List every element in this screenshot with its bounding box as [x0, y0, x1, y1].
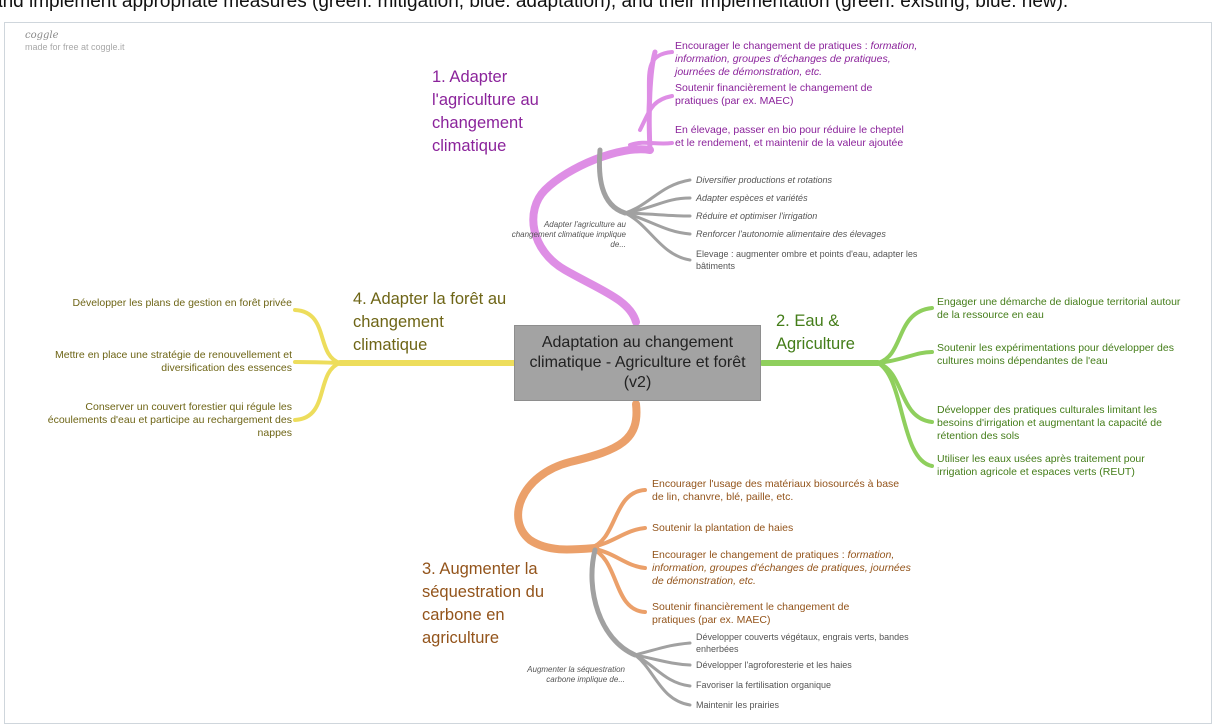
coggle-logo: coggle	[25, 30, 59, 41]
branch1-title[interactable]: 1. Adapter l'agriculture au changement c…	[432, 68, 539, 155]
b1-implies-1[interactable]: Diversifier productions et rotations	[696, 175, 833, 185]
b2-item-3[interactable]: Développer des pratiques culturales limi…	[937, 404, 1162, 442]
b1-implies-note: Adapter l'agriculture au changement clim…	[511, 220, 626, 249]
b3-implies-2[interactable]: Développer l'agroforesterie et les haies	[696, 660, 852, 670]
branch2-title[interactable]: 2. Eau & Agriculture	[776, 312, 855, 353]
b1-g5	[623, 211, 692, 262]
b4-item-3[interactable]: Conserver un couvert forestier qui régul…	[47, 401, 292, 439]
b4-item-1[interactable]: Développer les plans de gestion en forêt…	[72, 297, 292, 309]
b2-leaf1	[876, 306, 934, 365]
b3-item-3[interactable]: Encourager le changement de pratiques : …	[652, 549, 922, 588]
b1-item-3[interactable]: En élevage, passer en bio pour réduire l…	[675, 124, 904, 149]
b1-implies-4[interactable]: Renforcer l'autonomie alimentaire des él…	[696, 229, 886, 239]
b3-implies-1[interactable]: Développer couverts végétaux, engrais ve…	[696, 632, 909, 654]
b3-item-2[interactable]: Soutenir la plantation de haies	[652, 522, 794, 534]
page-banner: and implement appropriate measures (gree…	[0, 0, 1216, 20]
b1-leaf2	[638, 94, 674, 132]
b1-item-1[interactable]: Encourager le changement de pratiques : …	[675, 40, 925, 79]
b2-item-2[interactable]: Soutenir les expérimentations pour dével…	[937, 342, 1174, 367]
b2-leaf2	[876, 350, 934, 365]
b3-implies-4[interactable]: Maintenir les prairies	[696, 700, 780, 710]
b3-gray-link	[589, 547, 638, 658]
b1-main-link	[529, 145, 654, 326]
b1-implies-5[interactable]: Elevage : augmenter ombre et points d'ea…	[696, 249, 918, 271]
b1-g2	[623, 196, 692, 215]
b2-item-1[interactable]: Engager une démarche de dialogue territo…	[937, 296, 1181, 321]
b1-gray-link	[596, 147, 628, 216]
b3-item-3-text: Encourager le changement de pratiques :	[652, 549, 845, 561]
b3-item-3-italic: formation, information, groupes d'échang…	[652, 549, 911, 587]
b4-leaf2	[293, 360, 342, 365]
b3-item-1[interactable]: Encourager l'usage des matériaux biosour…	[652, 478, 900, 503]
b4-leaf3	[293, 361, 342, 422]
b3-g2	[633, 653, 692, 667]
b1-implies-2[interactable]: Adapter espèces et variétés	[696, 193, 808, 203]
branch3-title[interactable]: 3. Augmenter la séquestration du carbone…	[422, 560, 545, 647]
b1-g1	[623, 178, 692, 215]
b1-g3	[623, 211, 692, 218]
b1-item-1-italic: formation, information, groupes d'échang…	[675, 40, 918, 78]
b3-g4	[633, 653, 692, 707]
made-for-label: made for free at coggle.it	[25, 42, 125, 52]
b3-leaf4	[588, 546, 647, 614]
b4-item-2[interactable]: Mettre en place une stratégie de renouve…	[55, 349, 292, 374]
b2-item-4[interactable]: Utiliser les eaux usées après traitement…	[937, 453, 1145, 478]
b3-main-link	[514, 400, 641, 554]
branch4-title[interactable]: 4. Adapter la forêt au changement climat…	[353, 290, 507, 354]
b4-leaf1	[293, 308, 342, 365]
central-topic[interactable]: Adaptation au changement climatique - Ag…	[514, 325, 761, 401]
b1-implies-3[interactable]: Réduire et optimiser l'irrigation	[696, 211, 818, 221]
page-banner-text: and implement appropriate measures (gree…	[0, 0, 1069, 12]
diagram-frame	[4, 22, 1212, 724]
b1-leaf3	[628, 140, 674, 147]
b1-item-1-text: Encourager le changement de pratiques :	[675, 40, 868, 52]
b1-leaf1	[646, 50, 674, 120]
b2-leaf4	[876, 361, 934, 468]
b3-leaf2	[588, 526, 647, 550]
b3-implies-3[interactable]: Favoriser la fertilisation organique	[696, 680, 832, 690]
b3-implies-note: Augmenter la séquestration carbone impli…	[527, 665, 625, 684]
b3-item-4[interactable]: Soutenir financièrement le changement de…	[652, 601, 850, 626]
b3-g1	[633, 641, 692, 657]
b1-item-2[interactable]: Soutenir financièrement le changement de…	[675, 82, 873, 107]
